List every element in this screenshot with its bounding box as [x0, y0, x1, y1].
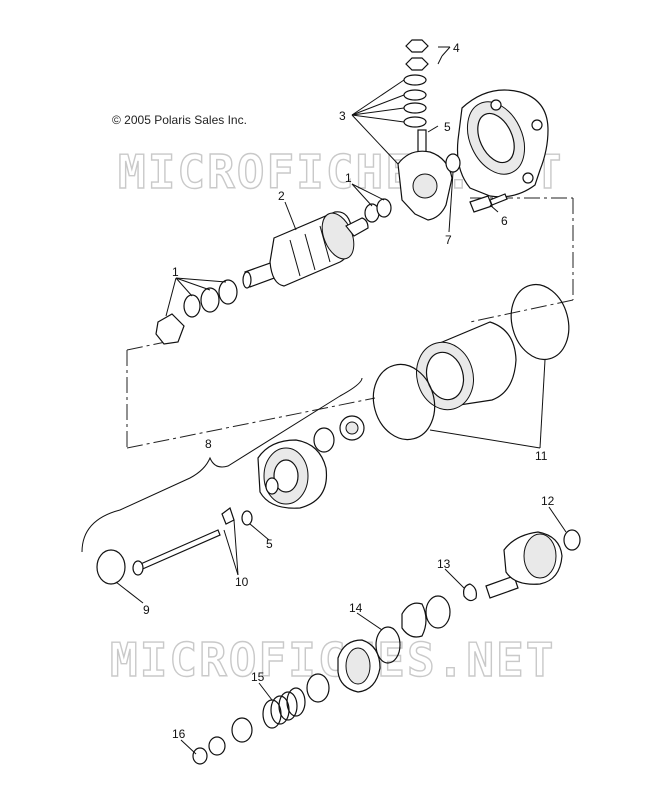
armature	[242, 211, 369, 289]
callout-10: 10	[235, 575, 249, 589]
group-brace	[81, 377, 363, 553]
item-11-oring-lower	[372, 363, 436, 441]
output-gear-shaft	[485, 531, 563, 599]
yoke-housing	[416, 321, 517, 411]
pinion-gear	[337, 639, 381, 693]
callout-5-lower: 5	[266, 537, 273, 551]
callout-9: 9	[143, 603, 150, 617]
item-12-washer	[563, 529, 581, 551]
callout-1-lower: 1	[172, 265, 179, 279]
callout-2: 2	[278, 189, 285, 203]
item-6-screw	[469, 193, 508, 213]
item-15-spring	[262, 687, 306, 729]
callout-3: 3	[339, 109, 346, 123]
item-16-washers	[192, 736, 226, 765]
callout-11: 11	[535, 449, 548, 463]
item-7-bushing	[445, 153, 461, 173]
gear-housing	[257, 439, 328, 509]
clutch-washer	[425, 595, 451, 629]
brush-holder-center	[412, 173, 438, 199]
callout-7: 7	[445, 233, 452, 247]
callout-4: 4	[453, 41, 460, 55]
assembly-boundary-line	[126, 197, 574, 449]
watermark-bottom: MICROFICHES.NET	[110, 633, 555, 687]
item-3-washers	[403, 74, 427, 128]
callout-13: 13	[437, 557, 451, 571]
callout-5-upper: 5	[444, 120, 451, 134]
callout-12: 12	[541, 494, 555, 508]
item-11-oring-upper	[510, 283, 570, 361]
copyright-notice: © 2005 Polaris Sales Inc.	[112, 113, 247, 127]
item-13-clip	[463, 583, 477, 602]
callout-1-upper: 1	[345, 171, 352, 185]
callout-6: 6	[501, 214, 508, 228]
clutch-plate	[401, 602, 427, 638]
item-14-ring	[375, 626, 401, 664]
callout-8: 8	[205, 437, 212, 451]
collar	[231, 717, 253, 743]
callout-16: 16	[172, 727, 186, 741]
item-9-oring	[96, 549, 126, 585]
sleeve	[306, 673, 330, 703]
bearings	[313, 415, 365, 453]
terminal-stud	[417, 129, 427, 155]
item-1-upper-shims	[364, 198, 392, 223]
item-4-nuts	[405, 39, 429, 71]
item-10-through-bolts	[132, 507, 235, 576]
leader-lines	[115, 46, 567, 755]
callout-14: 14	[349, 601, 363, 615]
drive-end-cover	[456, 89, 549, 198]
callout-15: 15	[251, 670, 265, 684]
item-5-small-oring	[241, 510, 253, 526]
item-1-lower-shims	[155, 279, 238, 345]
